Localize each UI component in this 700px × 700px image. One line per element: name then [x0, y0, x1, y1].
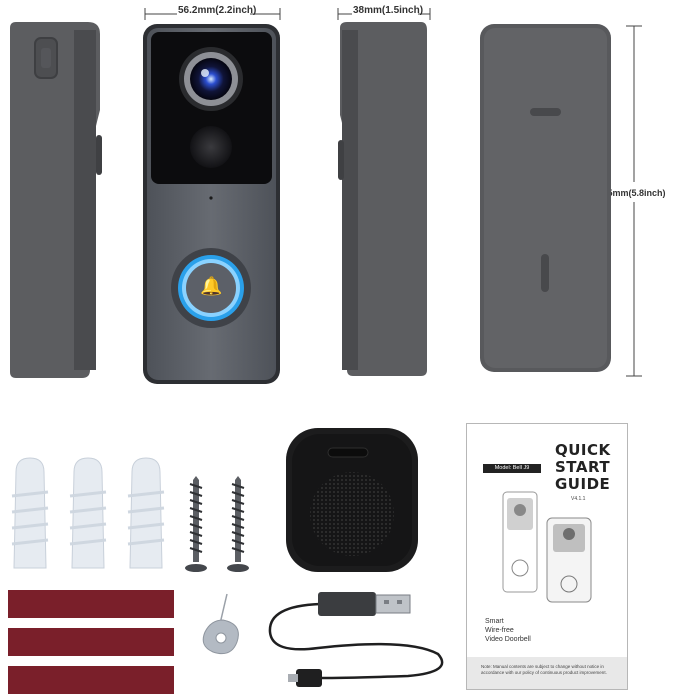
guide-title-line-3: GUIDE [555, 475, 611, 493]
doorbell-side-view-right [338, 22, 427, 376]
bell-icon[interactable]: 🔔 [200, 276, 223, 297]
dimension-lines [144, 8, 642, 377]
guide-footnote: Note: Manual contents are subject to cha… [481, 664, 607, 675]
width-dimension-label: 56.2mm(2.2inch) [178, 5, 257, 16]
guide-title-line-2: START [555, 458, 611, 476]
guide-subtitle-line-2: Wire-free [485, 627, 514, 634]
indoor-chime [286, 428, 418, 572]
mounting-screws [185, 476, 249, 572]
guide-subtitle-line-3: Video Doorbell [485, 636, 531, 643]
reset-pin-tool [202, 593, 239, 655]
height-dimension-label: 147.5mm(5.8inch) [590, 188, 666, 198]
wall-anchors [11, 457, 165, 569]
camera-lens-icon [180, 48, 242, 110]
doorbell-side-view-left [10, 22, 102, 378]
doorbell-back-view [480, 24, 611, 372]
doorbell-front-view: 🔔 [143, 24, 280, 384]
guide-doorbell-illustration [502, 491, 592, 603]
depth-dimension-label: 38mm(1.5inch) [353, 5, 424, 16]
guide-subtitle-line-1: Smart [485, 618, 504, 625]
guide-subtitle: Smart Wire-free Video Doorbell [485, 617, 531, 644]
quick-start-guide: QUICK START GUIDE Model: Bell J9 V4.1.1 … [466, 423, 628, 690]
guide-version: V4.1.1 [571, 496, 586, 502]
usb-charging-cable [268, 592, 444, 687]
guide-title-line-1: QUICK [555, 441, 611, 459]
guide-model-badge: Model: Bell J9 [483, 464, 541, 473]
adhesive-strips [8, 590, 174, 694]
